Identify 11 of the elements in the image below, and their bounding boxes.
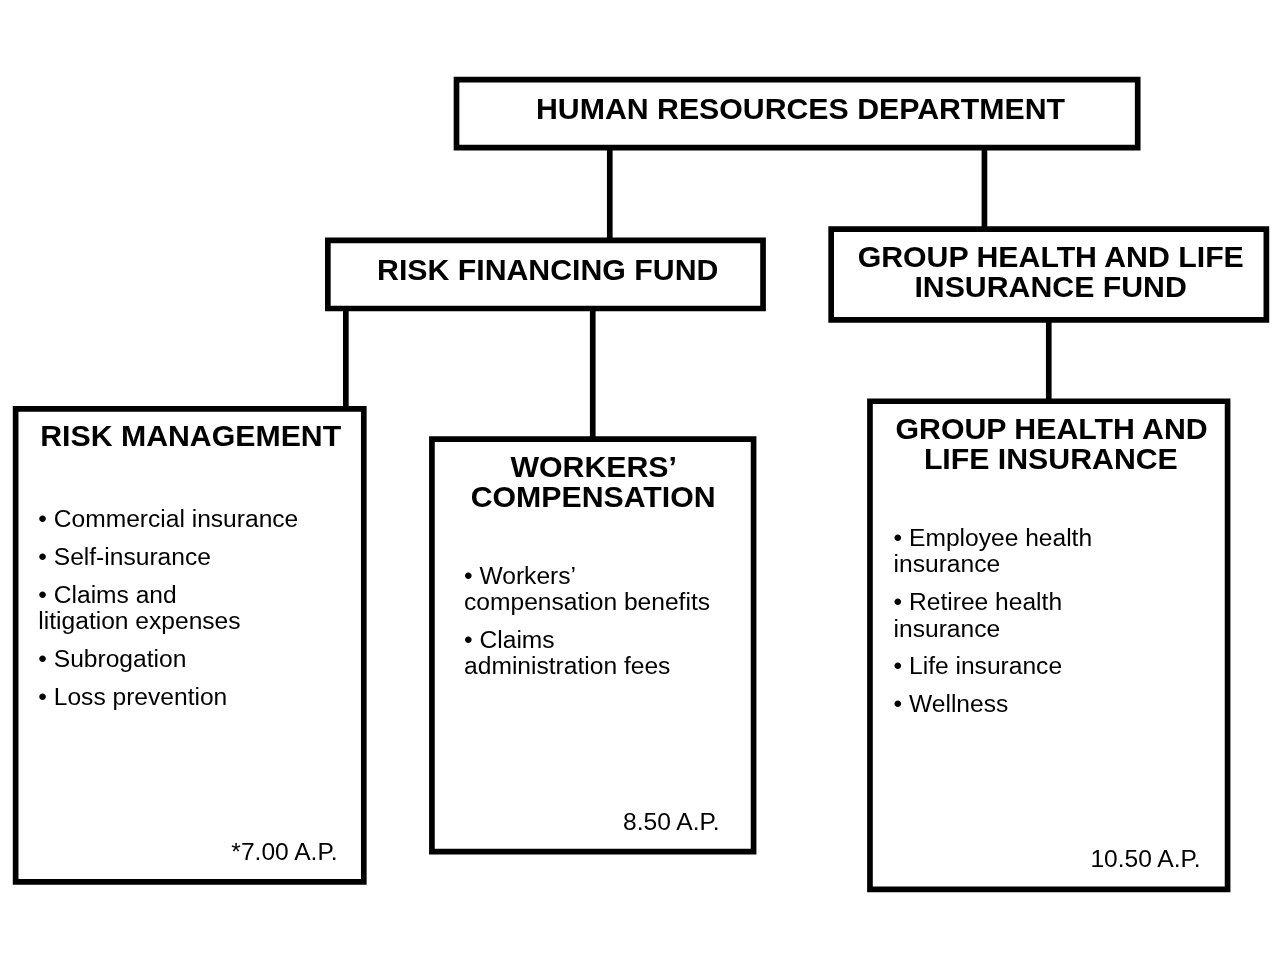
node-box: HUMAN RESOURCES DEPARTMENT xyxy=(453,76,1141,151)
connector xyxy=(1045,319,1052,402)
connector xyxy=(606,147,613,241)
node-box: GROUP HEALTH AND LIFE INSURANCE FUND xyxy=(828,226,1270,323)
connector xyxy=(589,308,596,439)
node-box: RISK FINANCING FUND xyxy=(325,237,766,312)
node-box: WORKERS’ COMPENSATION • Workers’ compensation benefits • Claims administration fees 8.50 A.P. xyxy=(429,436,757,855)
node-box: RISK MANAGEMENT • Commercial insurance • Self-insurance • Claims and litigation expenses • Subrogation • Loss prevention *7.00 A.P. xyxy=(12,405,367,885)
connector xyxy=(981,147,988,229)
node-box: GROUP HEALTH AND LIFE INSURANCE • Employee health insurance • Retiree health insurance • Life insurance • Wellness 10.50 A.P. xyxy=(867,398,1231,893)
connector xyxy=(343,308,349,409)
